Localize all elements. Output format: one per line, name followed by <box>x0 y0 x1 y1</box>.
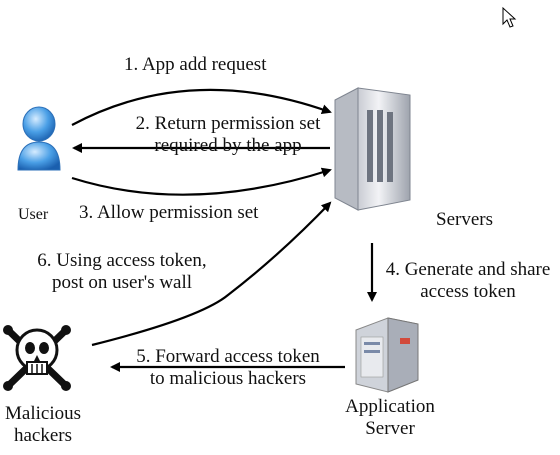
arrow-step6 <box>91 201 332 347</box>
application-server-label-line2: Server <box>365 418 415 439</box>
user-label: User <box>18 206 49 223</box>
arrow-step1 <box>71 88 332 126</box>
servers-label: Servers <box>436 209 493 230</box>
application-server-label: Application Server <box>330 396 450 440</box>
step2-label-line2: required by the app <box>154 135 302 156</box>
cursor-icon <box>502 6 517 28</box>
step4-label: 4. Generate and share access token <box>376 259 560 303</box>
user-icon <box>17 106 61 171</box>
skull-crossbones-icon <box>3 325 71 391</box>
application-server-icon <box>355 317 419 393</box>
step4-label-line2: access token <box>420 281 516 302</box>
step6-label-line2: post on user's wall <box>51 272 193 293</box>
step1-label: 1. App add request <box>124 54 267 75</box>
step5-label: 5. Forward access token to malicious hac… <box>124 346 332 390</box>
step5-label-line1: 5. Forward access token <box>136 346 320 367</box>
malicious-hackers-label-line1: Malicious <box>5 403 81 424</box>
servers-icon <box>334 87 411 211</box>
step4-label-line1: 4. Generate and share <box>385 259 551 280</box>
malicious-hackers-label: Malicious hackers <box>0 403 86 447</box>
application-server-label-line1: Application <box>345 396 435 417</box>
step6-label-line1: 6. Using access token, <box>37 250 207 271</box>
step6-label: 6. Using access token, post on user's wa… <box>22 250 222 294</box>
arrow-step3 <box>71 167 332 196</box>
step2-label: 2. Return permission set required by the… <box>110 113 346 157</box>
malicious-hackers-label-line2: hackers <box>13 425 73 446</box>
step3-label: 3. Allow permission set <box>79 202 259 223</box>
step5-label-line2: to malicious hackers <box>149 368 307 389</box>
step2-label-line1: 2. Return permission set <box>135 113 321 134</box>
